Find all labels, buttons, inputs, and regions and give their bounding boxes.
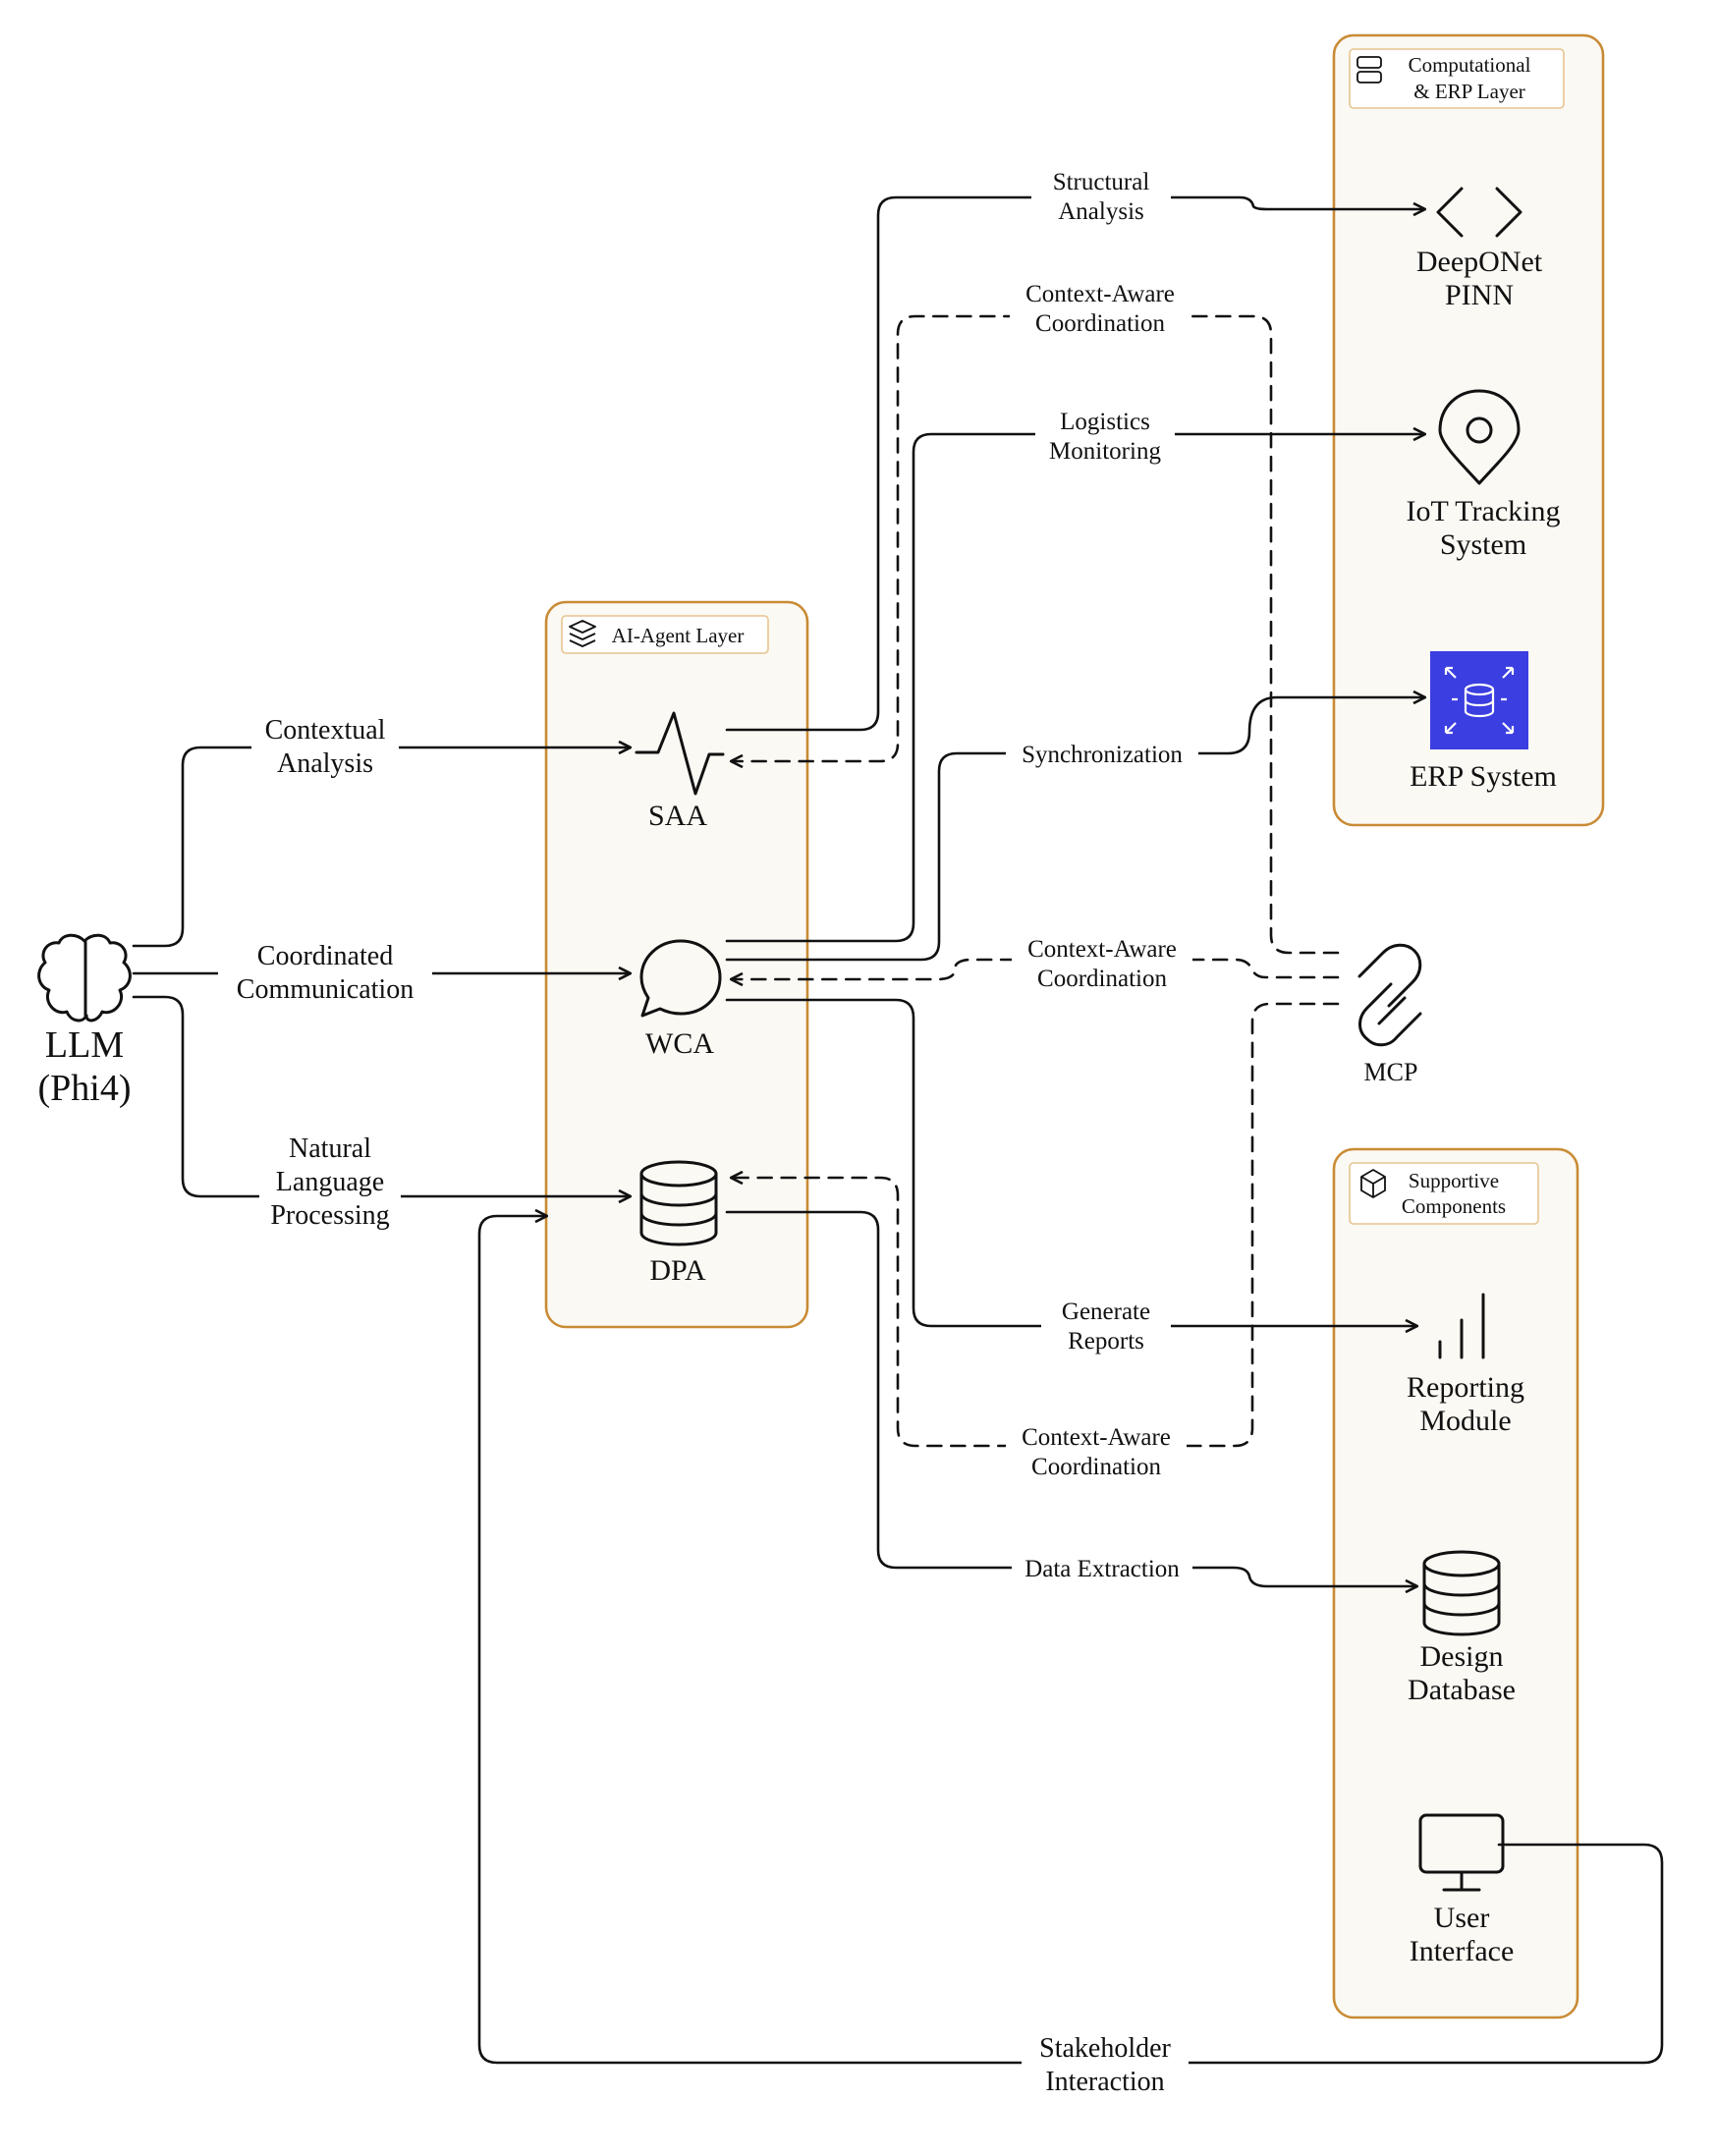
deeponet-label-line1: DeepONet bbox=[1416, 246, 1543, 278]
ai-agent-layer-group: AI-Agent Layer bbox=[544, 600, 809, 1329]
supportive-group-title-line2: Components bbox=[1402, 1194, 1506, 1218]
mcp-label: MCP bbox=[1364, 1058, 1418, 1086]
edge-data-extraction bbox=[725, 1210, 1416, 1586]
svg-text:Context-Aware: Context-Aware bbox=[1025, 281, 1175, 307]
svg-text:Natural: Natural bbox=[289, 1133, 371, 1164]
activity-icon bbox=[635, 711, 725, 796]
node-user-interface[interactable]: User Interface bbox=[1410, 1813, 1515, 1967]
svg-text:Communication: Communication bbox=[237, 974, 414, 1005]
svg-text:Stakeholder: Stakeholder bbox=[1039, 2033, 1171, 2064]
reporting-label-line1: Reporting bbox=[1407, 1371, 1524, 1404]
ui-label-line2: Interface bbox=[1410, 1935, 1515, 1967]
svg-text:Synchronization: Synchronization bbox=[1022, 742, 1183, 768]
edge-label-context-aware-bottom: Context-Aware Coordination bbox=[1006, 1420, 1187, 1483]
edge-label-logistics-monitoring: Logistics Monitoring bbox=[1035, 405, 1175, 468]
design-db-label-line2: Database bbox=[1408, 1674, 1516, 1706]
svg-text:Coordination: Coordination bbox=[1035, 310, 1165, 337]
node-saa[interactable]: SAA bbox=[635, 711, 725, 832]
node-wca[interactable]: WCA bbox=[639, 939, 722, 1060]
svg-text:Analysis: Analysis bbox=[1058, 198, 1144, 225]
edge-generate-reports bbox=[725, 998, 1416, 1326]
edge-natural-language-processing bbox=[132, 995, 630, 1196]
svg-text:Data Extraction: Data Extraction bbox=[1024, 1556, 1180, 1582]
svg-text:Structural: Structural bbox=[1053, 169, 1150, 195]
edge-context-aware-top bbox=[732, 314, 1340, 955]
node-erp-system[interactable]: ERP System bbox=[1410, 651, 1557, 793]
svg-text:Coordination: Coordination bbox=[1037, 966, 1167, 992]
erp-label: ERP System bbox=[1410, 760, 1557, 793]
iot-label-line1: IoT Tracking bbox=[1407, 495, 1561, 527]
computational-group-title-line1: Computational bbox=[1409, 53, 1531, 77]
svg-text:Generate: Generate bbox=[1062, 1299, 1150, 1325]
node-iot-tracking-system[interactable]: IoT Tracking System bbox=[1407, 389, 1561, 561]
computational-group-title-line2: & ERP Layer bbox=[1413, 80, 1525, 103]
edge-label-context-aware-top: Context-Aware Coordination bbox=[1010, 277, 1190, 340]
svg-text:Analysis: Analysis bbox=[277, 748, 373, 779]
link-icon bbox=[1357, 943, 1422, 1047]
svg-text:Monitoring: Monitoring bbox=[1049, 438, 1161, 465]
svg-text:Context-Aware: Context-Aware bbox=[1022, 1424, 1171, 1451]
llm-label-line2: (Phi4) bbox=[38, 1068, 132, 1109]
agent-group-title: AI-Agent Layer bbox=[612, 624, 745, 647]
edge-structural-analysis bbox=[725, 195, 1424, 732]
edge-contextual-analysis bbox=[132, 747, 630, 948]
svg-text:Logistics: Logistics bbox=[1060, 409, 1150, 435]
deeponet-label-line2: PINN bbox=[1445, 279, 1514, 311]
database-icon bbox=[1422, 1550, 1501, 1636]
edge-label-synchronization: Synchronization bbox=[1006, 737, 1198, 770]
design-db-label-line1: Design bbox=[1420, 1640, 1504, 1673]
supportive-group-title-line1: Supportive bbox=[1409, 1169, 1499, 1192]
svg-text:Interaction: Interaction bbox=[1045, 2067, 1164, 2097]
map-pin-icon bbox=[1438, 389, 1521, 485]
message-bubble-icon bbox=[639, 939, 722, 1018]
edge-label-contextual-analysis: Contextual Analysis bbox=[251, 711, 399, 779]
node-llm[interactable]: LLM (Phi4) bbox=[37, 933, 132, 1109]
monitor-icon bbox=[1418, 1813, 1505, 1892]
edge-context-aware-bottom bbox=[732, 1002, 1340, 1448]
wca-label: WCA bbox=[645, 1027, 714, 1060]
svg-text:Reports: Reports bbox=[1068, 1328, 1144, 1354]
code-brackets-icon bbox=[1436, 187, 1522, 238]
reporting-label-line2: Module bbox=[1419, 1405, 1511, 1437]
package-icon bbox=[1360, 1169, 1386, 1198]
supportive-components-group: Supportive Components bbox=[1332, 1147, 1579, 2019]
edge-logistics-monitoring bbox=[725, 434, 1424, 943]
brain-icon bbox=[37, 933, 132, 1023]
edge-label-data-extraction: Data Extraction bbox=[1012, 1552, 1192, 1585]
svg-text:Coordination: Coordination bbox=[1031, 1454, 1161, 1480]
svg-text:Processing: Processing bbox=[270, 1200, 389, 1231]
iot-label-line2: System bbox=[1440, 528, 1526, 561]
edge-label-structural-analysis: Structural Analysis bbox=[1031, 165, 1171, 228]
server-icon bbox=[1356, 56, 1382, 83]
database-icon bbox=[639, 1160, 718, 1246]
node-reporting-module[interactable]: Reporting Module bbox=[1407, 1293, 1524, 1437]
edge-label-coordinated-communication: Coordinated Communication bbox=[218, 936, 432, 1007]
edge-label-natural-language-processing: Natural Language Processing bbox=[259, 1132, 401, 1236]
llm-label-line1: LLM bbox=[45, 1024, 124, 1066]
svg-text:Contextual: Contextual bbox=[265, 715, 386, 746]
edge-label-stakeholder-interaction: Stakeholder Interaction bbox=[1022, 2031, 1189, 2097]
node-mcp[interactable]: MCP bbox=[1357, 943, 1422, 1086]
svg-text:Language: Language bbox=[276, 1167, 384, 1197]
node-deeponet-pinn[interactable]: DeepONet PINN bbox=[1416, 187, 1543, 311]
node-design-database[interactable]: Design Database bbox=[1408, 1550, 1516, 1706]
edge-synchronization bbox=[725, 697, 1424, 962]
saa-label: SAA bbox=[648, 800, 707, 832]
erp-database-icon bbox=[1430, 651, 1528, 749]
node-dpa[interactable]: DPA bbox=[639, 1160, 718, 1287]
svg-text:Context-Aware: Context-Aware bbox=[1027, 936, 1177, 963]
bar-chart-icon bbox=[1438, 1293, 1485, 1359]
layers-icon bbox=[569, 620, 596, 647]
ui-label-line1: User bbox=[1434, 1902, 1490, 1934]
svg-text:Coordinated: Coordinated bbox=[257, 941, 393, 971]
edge-label-context-aware-mid: Context-Aware Coordination bbox=[1012, 932, 1192, 995]
edge-label-generate-reports: Generate Reports bbox=[1041, 1295, 1171, 1357]
dpa-label: DPA bbox=[649, 1254, 706, 1287]
